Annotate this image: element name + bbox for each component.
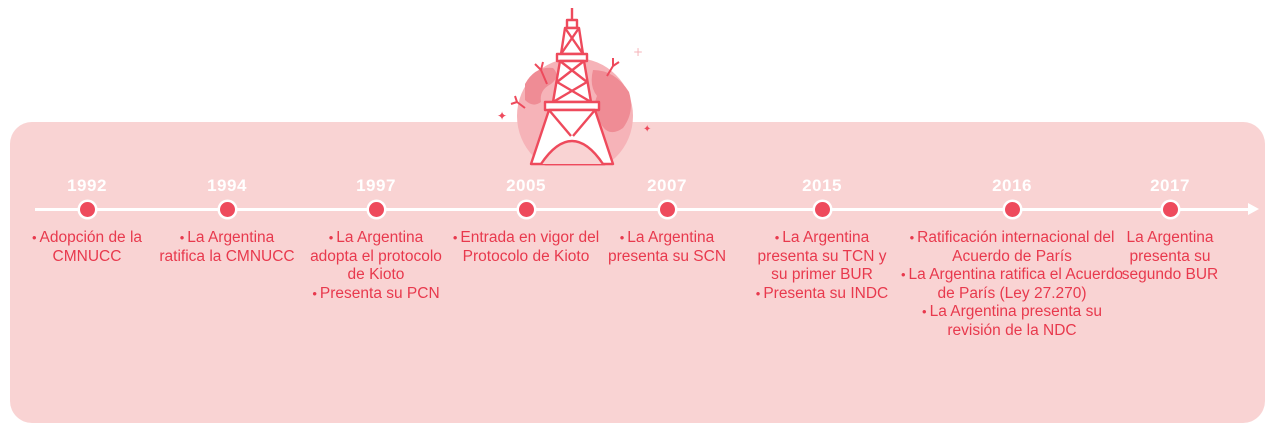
event-item-text: La Argentina ratifica el Acuerdo de Parí… <box>908 266 1124 302</box>
event-item: •La Argentina presenta su SCN <box>597 229 737 266</box>
event-description: •La Argentina presenta su SCN <box>597 229 737 266</box>
event-year: 2007 <box>647 176 687 195</box>
event-item: •Presenta su INDC <box>752 285 892 304</box>
event-marker <box>659 202 675 217</box>
event-marker <box>1162 202 1178 217</box>
event-description: •La Argentina ratifica la CMNUCC <box>157 229 297 266</box>
event-item: •Presenta su PCN <box>306 285 446 304</box>
event-item: •La Argentina ratifica la CMNUCC <box>157 229 297 266</box>
event-item-text: La Argentina presenta su revisión de la … <box>929 303 1102 339</box>
bullet-icon: • <box>909 230 915 245</box>
eiffel-tower-globe-icon: ✦ ✦ + + <box>497 8 651 166</box>
bullet-icon: • <box>312 285 317 301</box>
event-year: 2016 <box>992 176 1032 195</box>
event-marker <box>1004 202 1020 217</box>
event-item: •La Argentina adopta el protocolo de Kio… <box>306 229 446 285</box>
bullet-icon: • <box>452 230 458 245</box>
bullet-icon: • <box>755 285 761 301</box>
event-year: 2017 <box>1150 176 1190 195</box>
event-year: 1997 <box>356 176 396 195</box>
event-marker <box>79 202 95 217</box>
event-year: 2005 <box>506 176 546 195</box>
event-item-text: Presenta su INDC <box>763 284 889 302</box>
svg-text:+: + <box>633 45 643 59</box>
event-item-text: La Argentina presenta su segundo BUR <box>1121 229 1219 283</box>
event-marker <box>219 202 235 217</box>
svg-text:✦: ✦ <box>643 124 651 135</box>
event-item: •Entrada en vigor del Protocolo de Kioto <box>451 229 601 266</box>
svg-text:✦: ✦ <box>497 109 507 123</box>
bullet-icon: • <box>31 230 37 245</box>
timeline-panel <box>10 122 1265 423</box>
event-description: •La Argentina adopta el protocolo de Kio… <box>306 229 446 303</box>
event-description: La Argentina presenta su segundo BUR <box>1110 229 1230 285</box>
event-item: •La Argentina presenta su TCN y su prime… <box>752 229 892 285</box>
event-item-text: La Argentina adopta el protocolo de Kiot… <box>310 229 442 283</box>
event-description: •La Argentina presenta su TCN y su prime… <box>752 229 892 303</box>
event-description: •Ratificación internacional del Acuerdo … <box>900 229 1125 340</box>
bullet-icon: • <box>619 230 625 245</box>
bullet-icon: • <box>179 230 185 245</box>
event-item-text: Entrada en vigor del Protocolo de Kioto <box>460 229 600 265</box>
event-item-text: Presenta su PCN <box>319 284 440 302</box>
bullet-icon: • <box>774 230 780 245</box>
bullet-icon: • <box>900 267 906 282</box>
event-description: •Adopción de la CMNUCC <box>22 229 152 266</box>
event-item-text: La Argentina presenta su TCN y su primer… <box>757 229 887 283</box>
event-item: •La Argentina presenta su revisión de la… <box>900 303 1125 340</box>
timeline-axis <box>35 208 1250 211</box>
event-item-text: Ratificación internacional del Acuerdo d… <box>917 229 1115 265</box>
event-item: •Ratificación internacional del Acuerdo … <box>900 229 1125 266</box>
event-item: •Adopción de la CMNUCC <box>22 229 152 266</box>
bullet-icon: • <box>328 230 334 245</box>
event-marker <box>518 202 534 217</box>
event-year: 1994 <box>207 176 247 195</box>
event-marker <box>814 202 830 217</box>
bullet-icon: • <box>922 304 927 319</box>
event-year: 2015 <box>802 176 842 195</box>
event-item: •La Argentina ratifica el Acuerdo de Par… <box>900 266 1125 303</box>
event-item: La Argentina presenta su segundo BUR <box>1110 229 1230 285</box>
event-description: •Entrada en vigor del Protocolo de Kioto <box>451 229 601 266</box>
event-year: 1992 <box>67 176 107 195</box>
event-item-text: La Argentina presenta su SCN <box>607 229 727 265</box>
event-item-text: La Argentina ratifica la CMNUCC <box>159 229 295 265</box>
timeline-arrow-icon <box>1248 203 1259 215</box>
event-item-text: Adopción de la CMNUCC <box>39 229 143 265</box>
event-marker <box>368 202 384 217</box>
